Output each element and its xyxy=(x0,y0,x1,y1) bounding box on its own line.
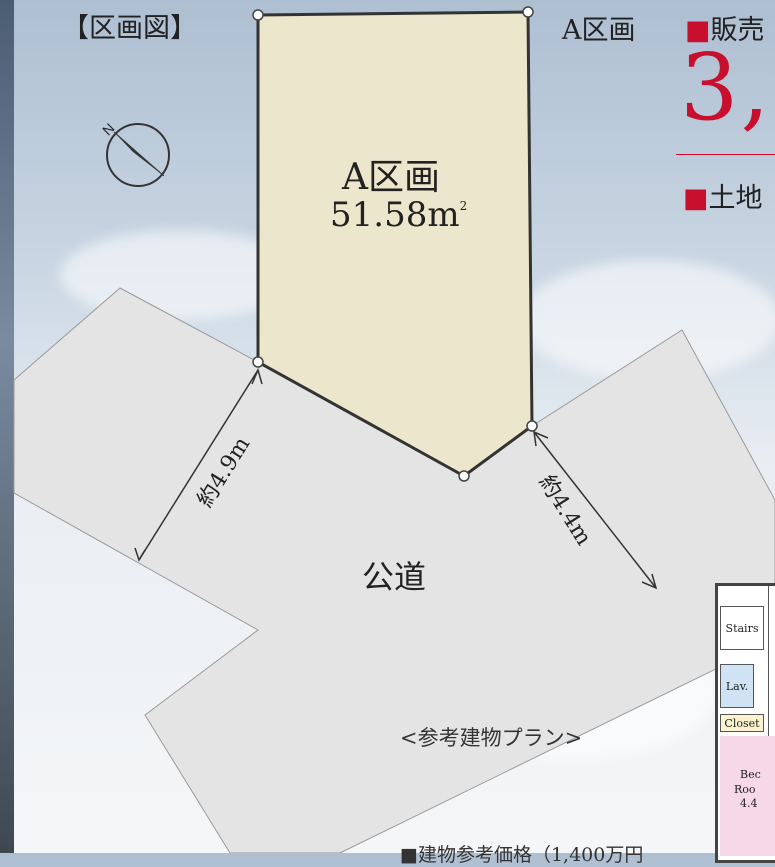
bedroom-label-line3: 4.4 xyxy=(740,797,758,810)
room-stairs: Stairs xyxy=(720,606,764,650)
reference-price-line: ■建物参考価格（1,400万円 xyxy=(400,844,644,866)
vertex-marker xyxy=(252,9,264,21)
land-info-label: ■土地 xyxy=(683,176,763,215)
sale-price-value: 3, xyxy=(680,34,772,141)
page-title: 【区画図】 xyxy=(62,13,197,44)
road-label: 公道 xyxy=(362,558,427,596)
land-label-text: 土地 xyxy=(708,183,763,214)
vertex-marker xyxy=(522,6,534,18)
section-label: A区画 xyxy=(562,15,636,46)
price-divider xyxy=(676,154,775,155)
bedroom-label-line2: Roo xyxy=(734,783,756,796)
room-lavatory: Lav. xyxy=(720,664,754,708)
vertex-marker xyxy=(526,420,538,432)
square-marker-icon: ■ xyxy=(685,15,711,46)
lot-a-area xyxy=(256,10,534,478)
vertex-marker xyxy=(252,356,264,368)
lot-area-unit-sup: 2 xyxy=(459,199,468,213)
room-closet: Closet xyxy=(720,714,764,732)
north-arrow-icon: N xyxy=(99,120,170,187)
room-bedroom: Bec Roo 4.4 xyxy=(720,736,775,856)
floor-plan-preview: Stairs Lav. Closet Bec Roo 4.4 xyxy=(715,583,775,863)
dimension-line-left xyxy=(134,367,263,562)
lot-vertices xyxy=(252,6,538,482)
sale-label-text: 販売 xyxy=(710,15,765,46)
lot-area: 51.58m2 xyxy=(330,198,467,232)
lot-area-value: 51.58m xyxy=(330,195,460,235)
dimension-line-right xyxy=(533,430,658,590)
floor-plan-wall xyxy=(768,586,775,736)
background-photo-strip xyxy=(0,0,14,853)
lot-name: A区画 xyxy=(342,157,440,198)
sale-price-label: ■販売 xyxy=(685,8,765,47)
bedroom-label-line1: Bec xyxy=(740,768,761,781)
reference-plan-title: <参考建物プラン> xyxy=(400,726,583,750)
square-marker-icon: ■ xyxy=(683,183,709,214)
vertex-marker xyxy=(458,470,470,482)
